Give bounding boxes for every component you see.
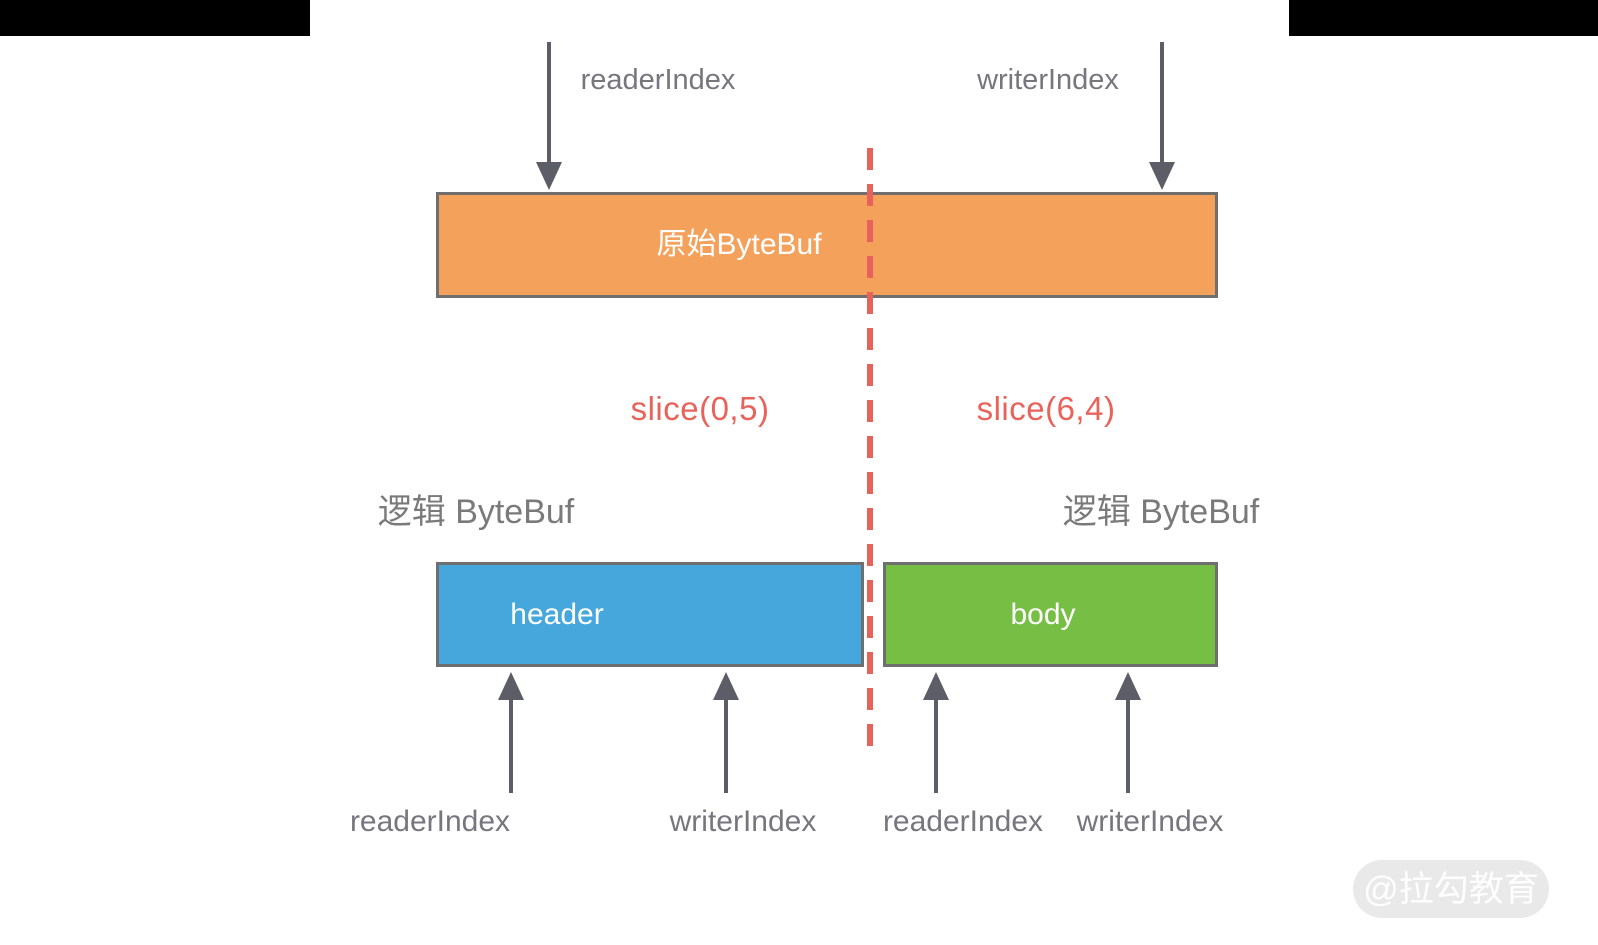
header-writer-index-label: writerIndex bbox=[669, 805, 817, 838]
arrow-head-up-icon bbox=[923, 672, 949, 700]
body-writer-index-label: writerIndex bbox=[1076, 805, 1224, 838]
reader-index-top-label: readerIndex bbox=[580, 64, 736, 96]
arrow-shaft bbox=[1160, 42, 1164, 162]
reader-index-top-arrow bbox=[536, 42, 562, 190]
watermark-text: @拉勾教育 bbox=[1363, 869, 1539, 909]
slice-right-label: slice(6,4) bbox=[976, 390, 1116, 427]
slice-left-label: slice(0,5) bbox=[630, 390, 770, 427]
header-bytebuf-box: header bbox=[436, 562, 864, 667]
header-reader-index-label: readerIndex bbox=[349, 805, 511, 838]
body-writer-index-arrow bbox=[1115, 672, 1141, 793]
arrow-head-down-icon bbox=[1149, 162, 1175, 190]
arrow-shaft bbox=[509, 700, 513, 793]
logical-bytebuf-label-right: 逻辑 ByteBuf bbox=[1062, 493, 1260, 531]
arrow-head-up-icon bbox=[713, 672, 739, 700]
body-bytebuf-box: body bbox=[883, 562, 1218, 667]
original-bytebuf-box: 原始ByteBuf bbox=[436, 192, 1218, 298]
body-reader-index-arrow bbox=[923, 672, 949, 793]
logical-bytebuf-label-left: 逻辑 ByteBuf bbox=[377, 493, 575, 531]
arrow-shaft bbox=[547, 42, 551, 162]
slice-divider-dashed-line bbox=[867, 148, 873, 750]
header-writer-index-arrow bbox=[713, 672, 739, 793]
writer-index-top-arrow bbox=[1149, 42, 1175, 190]
letterbox-bar-left bbox=[0, 0, 310, 36]
header-bytebuf-label: header bbox=[510, 597, 604, 631]
arrow-head-down-icon bbox=[536, 162, 562, 190]
arrow-head-up-icon bbox=[498, 672, 524, 700]
body-bytebuf-label: body bbox=[1010, 597, 1076, 631]
watermark-badge: @拉勾教育 bbox=[1353, 860, 1549, 918]
arrow-shaft bbox=[724, 700, 728, 793]
arrow-head-up-icon bbox=[1115, 672, 1141, 700]
letterbox-bar-right bbox=[1289, 0, 1598, 36]
arrow-shaft bbox=[1126, 700, 1130, 793]
original-bytebuf-label: 原始ByteBuf bbox=[656, 228, 822, 261]
header-reader-index-arrow bbox=[498, 672, 524, 793]
body-reader-index-label: readerIndex bbox=[882, 805, 1044, 838]
writer-index-top-label: writerIndex bbox=[977, 64, 1119, 96]
arrow-shaft bbox=[934, 700, 938, 793]
